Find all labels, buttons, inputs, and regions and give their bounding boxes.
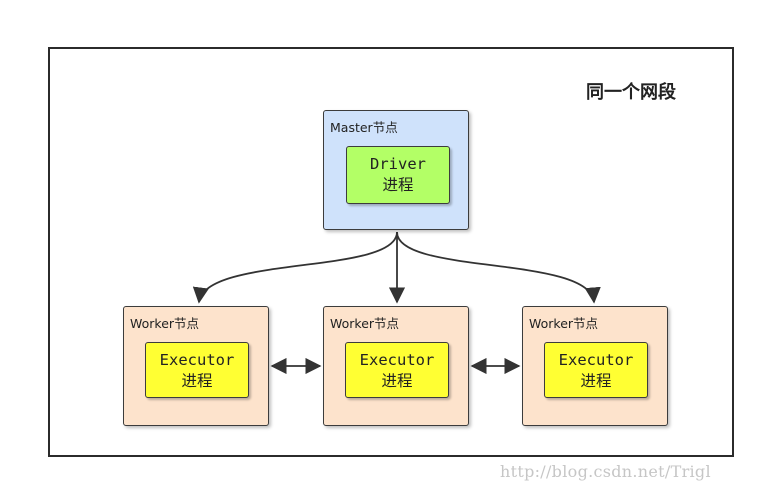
executor-process: Executor 进程 xyxy=(145,342,249,398)
master-node-label: Master节点 xyxy=(330,120,398,135)
arrow-master-to-worker-3 xyxy=(396,231,601,304)
executor-process-name: Executor xyxy=(359,351,435,369)
executor-process: Executor 进程 xyxy=(345,342,449,398)
driver-process-suffix: 进程 xyxy=(382,176,414,194)
worker-node-1: Worker节点 Executor 进程 xyxy=(123,306,269,426)
master-node: Master节点 Driver 进程 xyxy=(323,110,469,230)
executor-process-name: Executor xyxy=(159,351,235,369)
driver-process: Driver 进程 xyxy=(346,146,450,204)
worker-node-label: Worker节点 xyxy=(130,316,200,331)
worker-node-label: Worker节点 xyxy=(330,316,400,331)
arrow-master-to-worker-1 xyxy=(192,231,398,304)
diagram-title: 同一个网段 xyxy=(586,82,676,103)
worker-node-2: Worker节点 Executor 进程 xyxy=(323,306,469,426)
worker-node-3: Worker节点 Executor 进程 xyxy=(522,306,668,426)
executor-process-suffix: 进程 xyxy=(580,372,612,390)
worker-node-label: Worker节点 xyxy=(529,316,599,331)
driver-process-name: Driver xyxy=(370,155,426,173)
executor-process-suffix: 进程 xyxy=(181,372,213,390)
executor-process-suffix: 进程 xyxy=(381,372,413,390)
executor-process-name: Executor xyxy=(558,351,634,369)
executor-process: Executor 进程 xyxy=(544,342,648,398)
watermark-text: http://blog.csdn.net/Trigl xyxy=(500,462,711,481)
